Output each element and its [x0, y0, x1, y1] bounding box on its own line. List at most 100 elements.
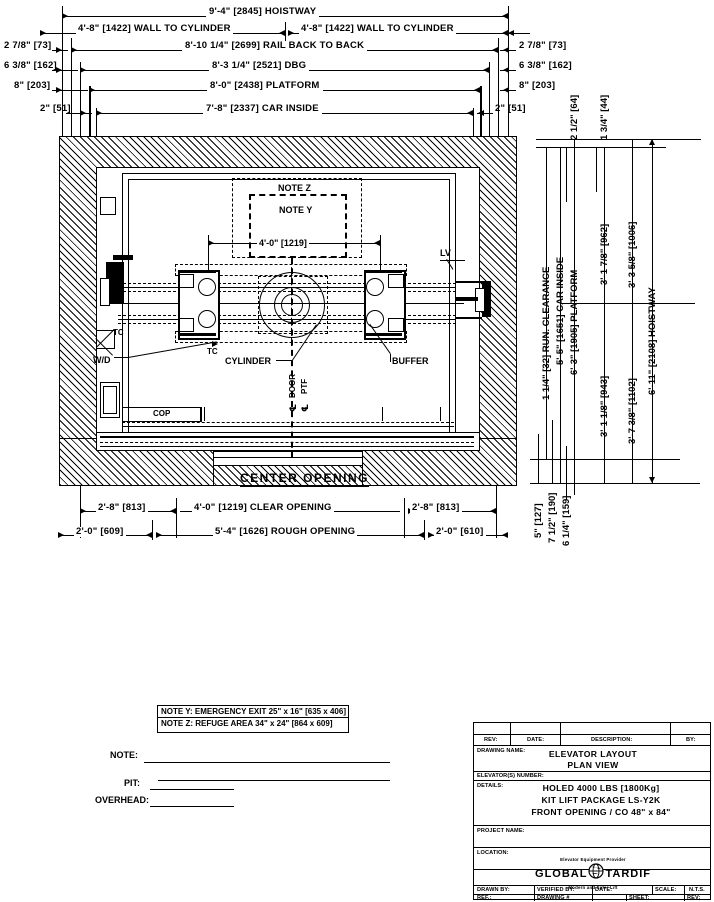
overhead-field-label: OVERHEAD:: [95, 795, 150, 805]
tb-project-name-label: PROJECT NAME:: [477, 828, 525, 834]
lead-tl-3: [66, 113, 92, 114]
arrow-plat-l: [89, 87, 95, 93]
wd-equipment-plate: [100, 278, 110, 306]
dim-wall-to-cyl-left-label: 4'-8" [1422] WALL TO CYLINDER: [76, 23, 233, 34]
vdim-line-3-3-5-8: [632, 139, 633, 303]
arrow-wtc-r1: [288, 30, 294, 36]
right-ext-bot-a: [530, 459, 680, 460]
arrow-wtc-r3: [508, 30, 514, 36]
right-ext-mid: [560, 303, 695, 304]
arrow-rough-l2: [146, 532, 152, 538]
cop-tick-3: [382, 407, 383, 421]
tb-elevators-number-label: ELEVATOR(S) NUMBER:: [477, 773, 544, 779]
dim-car-inside-label: 7'-8" [2337] CAR INSIDE: [203, 104, 322, 114]
tb-details-line1: HOLED 4000 LBS [1800Kg]: [542, 783, 660, 793]
dim-top-right-2: 8" [203]: [519, 80, 556, 91]
dim-dbg-label: 8'-3 1/4" [2521] DBG: [209, 61, 310, 71]
tb-details-label: DETAILS:: [477, 783, 504, 789]
inner-dim-ext-l: [208, 235, 209, 277]
tc-left-label: TC: [113, 328, 124, 337]
arrow-rough-m2: [418, 532, 424, 538]
arrow-wtc-r2: [502, 30, 508, 36]
cop-box: [122, 407, 202, 422]
guide-left-bracket-1: [178, 274, 194, 288]
vdim-small-2: 6 1/4" [159]: [561, 495, 572, 546]
arrow-dbg-l: [80, 67, 86, 73]
vdim-platform-label: 6'-3" [1905] PLATFORM: [569, 269, 580, 375]
ext-line-dbg-right: [489, 62, 490, 142]
inner-dim-ext-r: [380, 235, 381, 277]
tb-sep-2: [474, 745, 710, 746]
cylinder-leader-h: [276, 360, 292, 361]
vdim-line-platform: [574, 139, 575, 495]
dim-rough-right-label: 2'-0" [610]: [434, 526, 486, 537]
arrow-tr-3: [478, 110, 484, 116]
note-field-line-1[interactable]: [144, 762, 390, 763]
dim-right-small-1: 1 3/4" [44]: [599, 94, 610, 140]
vdim-line-6-25in: [566, 446, 567, 500]
vdim-line-car-inside: [560, 147, 561, 483]
ext-line-car-right: [473, 108, 474, 143]
lead-wtc-right: [508, 33, 530, 34]
dim-line-rs-0: [566, 147, 567, 202]
overhead-field-line[interactable]: [150, 806, 234, 807]
pit-field-line[interactable]: [150, 789, 234, 790]
arrow-plat-r: [474, 87, 480, 93]
tb-vsep-verified: [592, 885, 593, 901]
left-wall-small-box-bottom: [100, 382, 120, 418]
sill-line-a: [100, 436, 474, 438]
tb-date-label: DATE:: [527, 737, 545, 743]
arrow-hoistway-left: [62, 13, 68, 19]
door-ptf-centerline: [291, 258, 293, 458]
left-wall-small-box-bottom-inner: [103, 386, 117, 414]
inner-dim-arrow-l: [208, 240, 214, 246]
arrow-clear-l1: [80, 508, 86, 514]
right-rail-top: [456, 281, 482, 283]
centerline-door-label: DOOR: [288, 374, 297, 398]
cop-solid-run: [122, 426, 454, 427]
arrow-tr-2: [503, 87, 509, 93]
guide-right-roller-2: [366, 310, 384, 328]
lv-label: LV: [440, 248, 451, 258]
logo-bottom-tagline: Modern and Safer Lift: [568, 885, 618, 890]
wd-leader: [114, 357, 128, 358]
logo-brand-right: TARDIF: [605, 867, 651, 880]
vdim-3-1-1-8-label: 3'-1 1/8" [943]: [599, 375, 610, 437]
right-ext-top-b: [536, 147, 666, 148]
sill-line-b: [100, 442, 474, 443]
tb-drawing-name-label: DRAWING NAME:: [477, 748, 526, 754]
vdim-car-inside-label: 5'-5" [1651] CAR INSIDE: [555, 256, 566, 365]
arrow-hoistway-right: [502, 13, 508, 19]
lead-tr-3: [477, 113, 493, 114]
tb-details-line2: KIT LIFT PACKAGE LS-Y2K: [541, 795, 661, 805]
lead-tl-2: [52, 90, 88, 91]
arrow-tl-3: [80, 110, 86, 116]
tb-vsep-scale: [652, 885, 653, 894]
ext-line-car-left: [96, 108, 97, 143]
dim-top-left-3: 2" [51]: [40, 103, 71, 114]
right-wall-equipment: [482, 281, 491, 317]
tb-drawing-name-line2: PLAN VIEW: [567, 760, 619, 770]
arrow-car-r: [467, 110, 473, 116]
tb-description-label: DESCRIPTION:: [591, 737, 633, 743]
note-field-line-2[interactable]: [158, 780, 390, 781]
bot-ext-rough-left: [152, 520, 153, 540]
ext-line-dbg-left: [80, 62, 81, 142]
dim-top-left-2: 8" [203]: [14, 80, 51, 91]
ext-line-rail-right: [498, 38, 499, 138]
tb-scale-value: N.T.S.: [689, 887, 705, 893]
tc-mid-label: TC: [207, 347, 218, 356]
inner-dim-arrow-r: [374, 240, 380, 246]
tb-sep-5: [474, 825, 710, 826]
dim-platform-label: 8'-0" [2438] PLATFORM: [207, 81, 323, 91]
dim-wall-to-cyl-right-label: 4'-8" [1422] WALL TO CYLINDER: [299, 23, 456, 34]
centerline-symbol-door: ℄: [288, 403, 298, 412]
tb-drawing-num-label: DRAWING #: [537, 895, 570, 901]
arrow-tr-0: [503, 47, 509, 53]
arrow-tr-1: [503, 67, 509, 73]
pit-field-label: PIT:: [124, 778, 141, 788]
dim-clear-mid-label: 4'-0" [1219] CLEAR OPENING: [192, 502, 334, 513]
guide-left-bar-top: [178, 270, 216, 273]
arrow-rail-r: [492, 47, 498, 53]
